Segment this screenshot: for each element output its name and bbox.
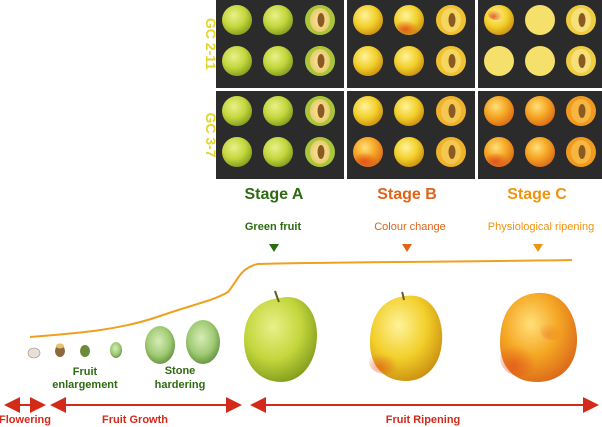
stage-b-title: Stage B [377, 186, 437, 203]
stage-b-down-arrow-icon [402, 244, 412, 252]
row-label-gc211: GC 2-11 [203, 18, 219, 70]
fruit-enlargement-label-line2: enlargement [52, 379, 118, 391]
fruit-thumbs-gc37-b [353, 96, 466, 167]
stone-hardering-fruit-2 [186, 320, 220, 364]
phase-flowering-label: Flowering [0, 414, 51, 426]
fruit-thumbs-gc37-a [222, 96, 335, 167]
fruit-thumbs-gc37-c [484, 96, 596, 167]
large-fruit-stage-c [500, 292, 578, 382]
fruit-enlargement-label-line1: Fruit [73, 366, 98, 378]
stage-a-down-arrow-icon [269, 244, 279, 252]
row-label-gc37: GC 3-7 [203, 112, 219, 157]
stone-hardering-fruit-1 [145, 326, 175, 364]
large-fruit-stage-b [369, 291, 443, 381]
stage-a-title: Stage A [245, 186, 304, 203]
stage-c-title: Stage C [507, 186, 567, 203]
stage-a-description: Green fruit [245, 221, 302, 233]
fruit-thumbs-gc211-a [222, 5, 335, 76]
fruitlet-2-icon [80, 345, 90, 357]
stone-hardering-label-line1: Stone [165, 365, 196, 377]
fruitlet-3-icon [110, 342, 122, 358]
flower-icon [27, 347, 41, 359]
stage-b-description: Colour change [374, 221, 446, 233]
growth-curve [29, 259, 573, 338]
fruit-thumbs-gc211-c [484, 5, 596, 76]
phase-fruit-ripening-label: Fruit Ripening [386, 414, 461, 426]
stone-hardering-label-line2: hardering [155, 379, 206, 391]
fruitlet-1-icon [55, 345, 65, 357]
large-fruit-stage-a [244, 290, 318, 382]
stage-c-description: Physiological ripening [488, 221, 594, 233]
fruitlet-images [27, 342, 122, 359]
stage-c-down-arrow-icon [533, 244, 543, 252]
phase-fruit-growth-label: Fruit Growth [102, 414, 168, 426]
panel-fruits [222, 5, 596, 167]
fruit-thumbs-gc211-b [353, 5, 466, 76]
